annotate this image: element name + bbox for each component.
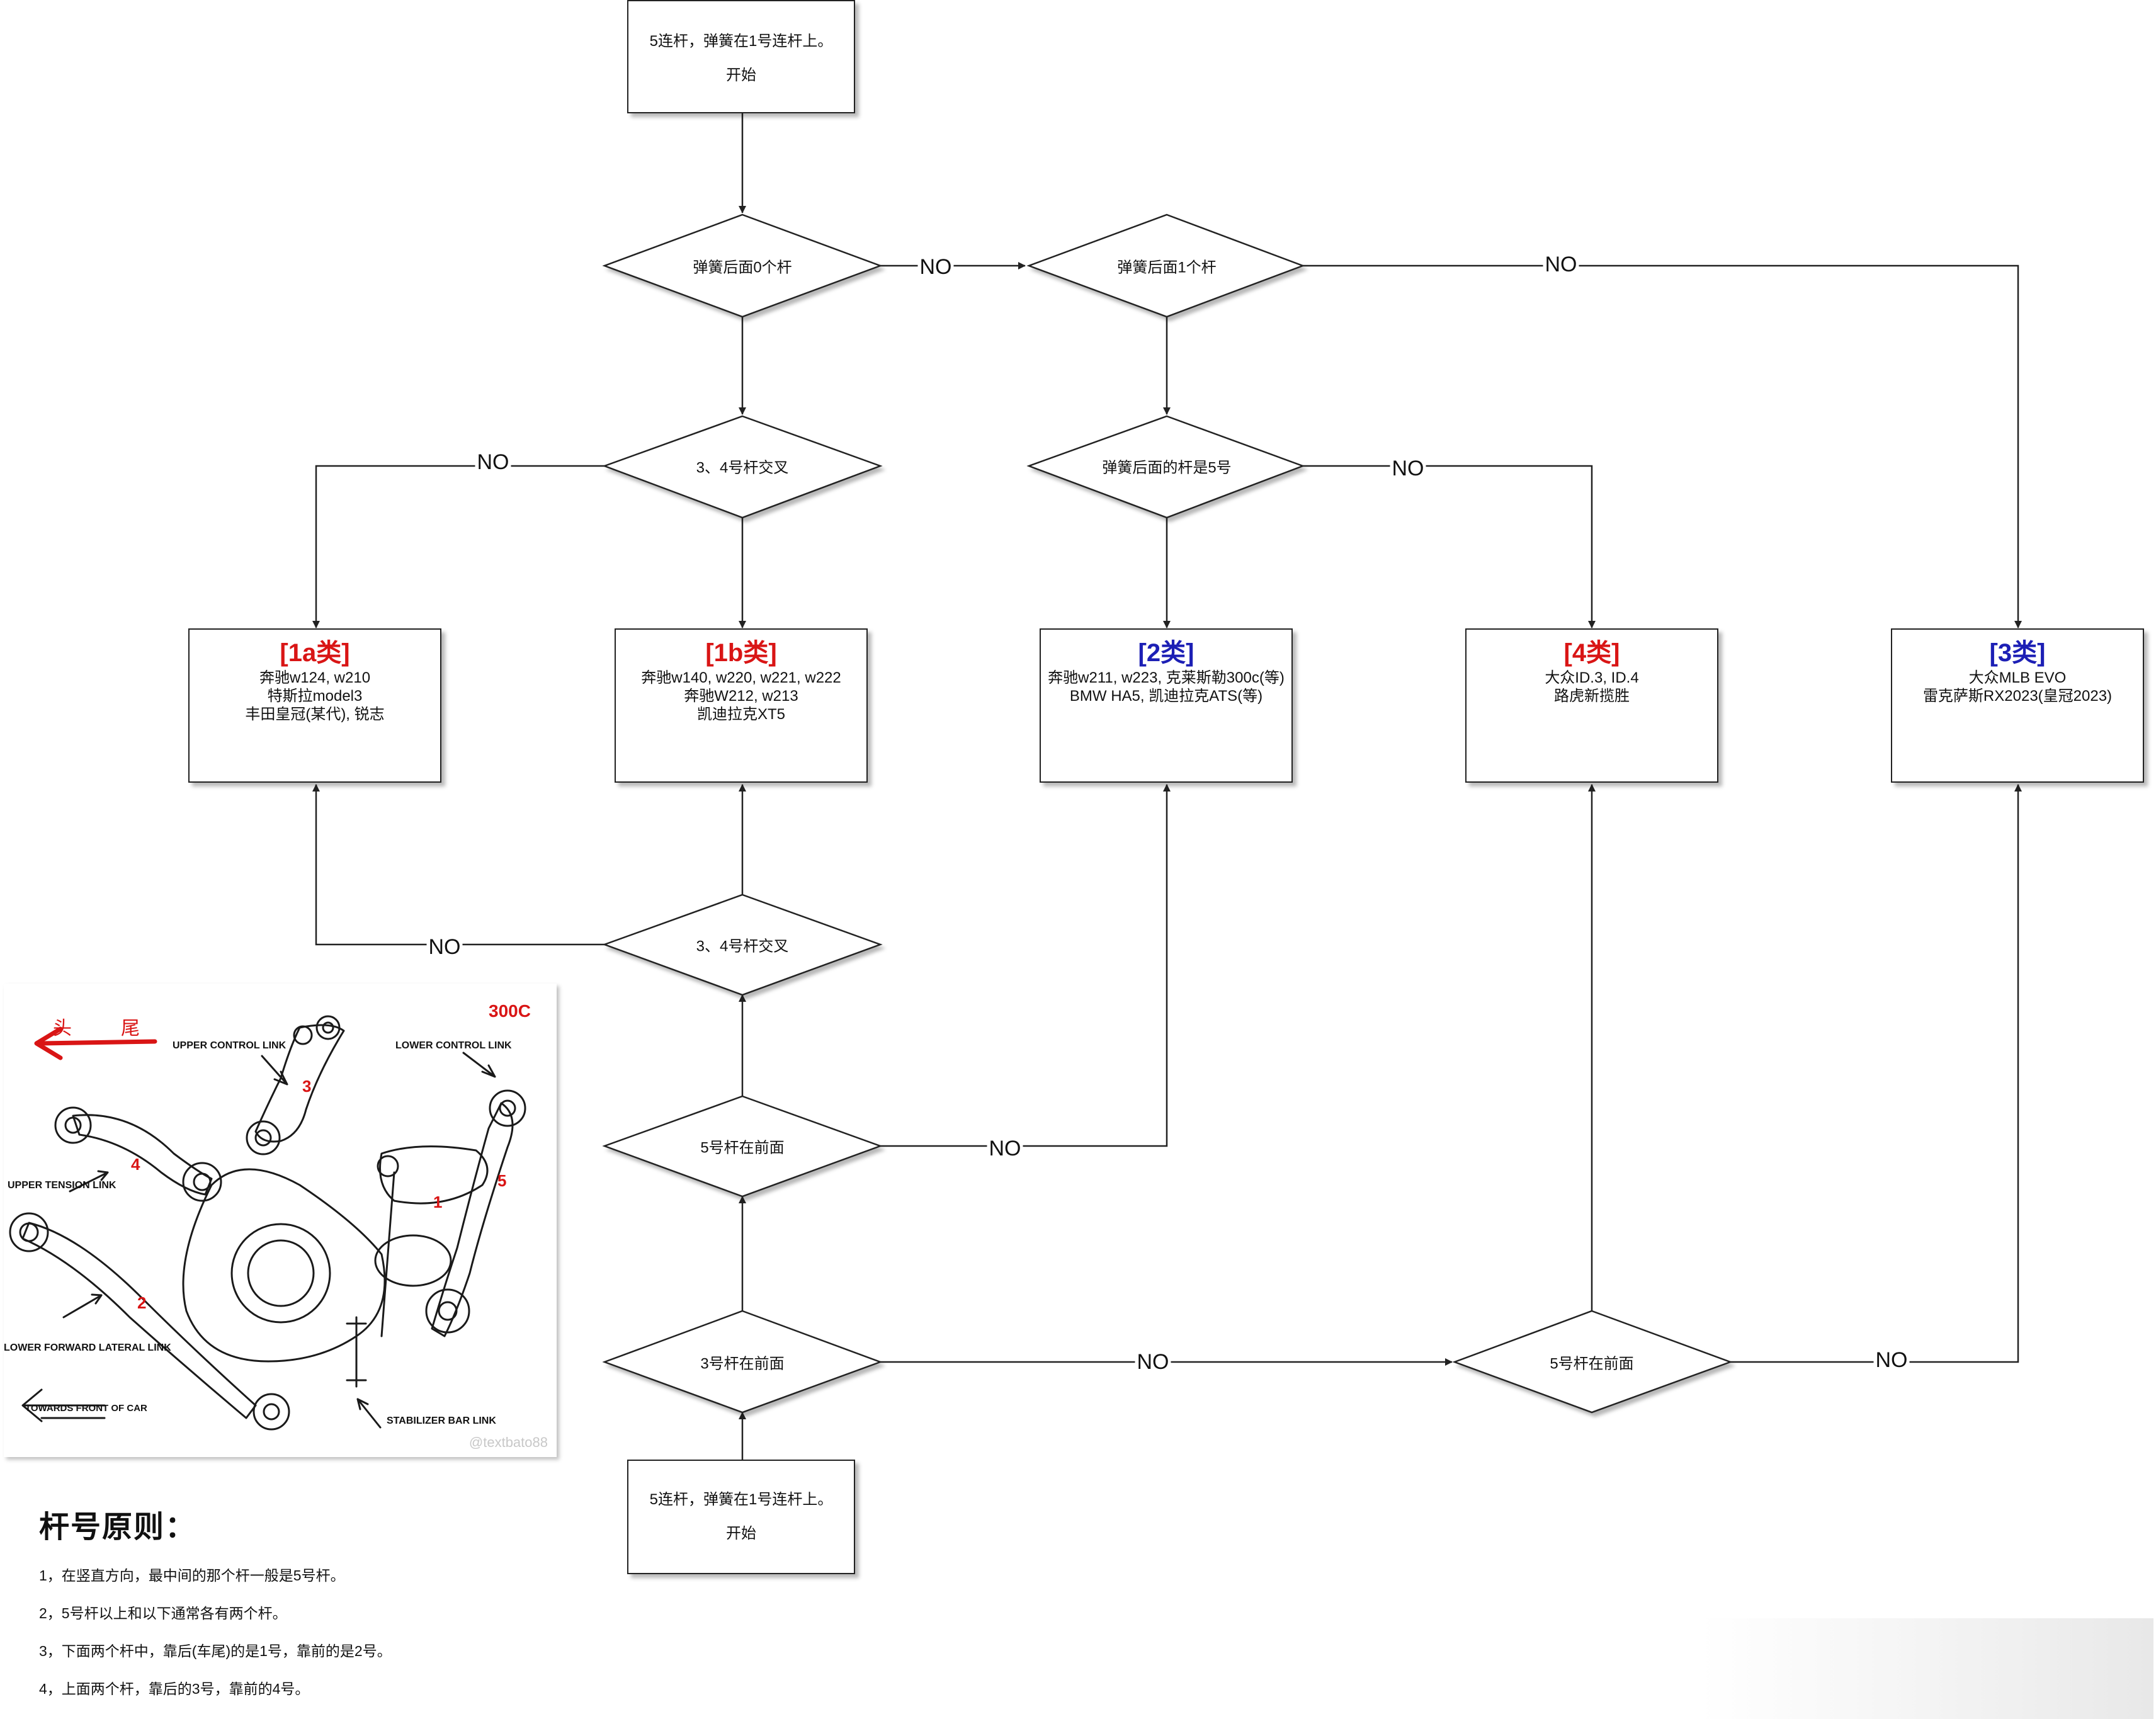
class-item: 奔驰w124, w210 — [259, 669, 371, 686]
class-item: 路虎新揽胜 — [1554, 688, 1630, 705]
no-label-d3: NO — [475, 451, 511, 474]
suspension-drawing — [9, 1015, 526, 1431]
class-title: [3类] — [1989, 639, 2046, 667]
link-number-5: 5 — [497, 1171, 507, 1190]
no-label-d7: NO — [1135, 1351, 1171, 1373]
corner-fade — [1700, 1618, 2153, 1719]
decision-cross-34-bottom: 3、4号杆交叉 — [696, 938, 789, 955]
suspension-illustration: 头 尾 300C UPPER CONTROL LINK LOWER CONTRO… — [4, 984, 557, 1457]
class-title: [1a类] — [280, 639, 350, 667]
no-label-d1: NO — [917, 256, 954, 278]
class-item: 奔驰w211, w223, 克莱斯勒300c(等) — [1048, 669, 1285, 686]
tail-label: 尾 — [121, 1018, 140, 1039]
class-item: 大众MLB EVO — [1968, 669, 2067, 686]
watermark: @textbato88 — [468, 1434, 548, 1450]
decision-shape-d1 — [602, 213, 883, 318]
no-label-d4: NO — [1390, 457, 1426, 480]
no-label-d6: NO — [987, 1137, 1023, 1160]
decision-shape-d5 — [602, 894, 883, 996]
label-lower-forward-lateral-link: LOWER FORWARD LATERAL LINK — [4, 1342, 171, 1353]
decision-behind-is-5: 弹簧后面的杆是5号 — [1102, 459, 1232, 477]
start-box-top: 5连杆，弹簧在1号连杆上。 开始 — [627, 0, 855, 113]
class-item: 奔驰W212, w213 — [684, 688, 798, 705]
class-title: [4类] — [1563, 639, 1620, 667]
class-item: 凯迪拉克XT5 — [696, 706, 785, 723]
no-label-d8: NO — [1873, 1349, 1910, 1371]
link-number-1: 1 — [433, 1193, 443, 1211]
decision-shape-d6 — [602, 1095, 883, 1198]
label-upper-control-link: UPPER CONTROL LINK — [173, 1040, 287, 1051]
start-text: 5连杆，弹簧在1号连杆上。 — [649, 33, 833, 50]
class-item: 雷克萨斯RX2023(皇冠2023) — [1922, 688, 2113, 705]
start-label: 开始 — [726, 67, 756, 84]
class-item: 奔驰w140, w220, w221, w222 — [641, 669, 841, 686]
class-item: 特斯拉model3 — [267, 688, 363, 705]
link-number-3: 3 — [302, 1077, 312, 1096]
class-title: [2类] — [1138, 639, 1194, 667]
decision-rod5-front-right: 5号杆在前面 — [1550, 1355, 1634, 1373]
label-lower-control-link: LOWER CONTROL LINK — [395, 1040, 512, 1051]
rules-title: 杆号原则： — [39, 1509, 197, 1545]
head-label: 头 — [53, 1018, 72, 1039]
decision-spring-behind-0: 弹簧后面0个杆 — [693, 259, 792, 276]
label-towards-front: TOWARDS FRONT OF CAR — [25, 1403, 147, 1414]
connector-d4-to-c4 — [1303, 465, 1596, 628]
link-number-4: 4 — [131, 1155, 140, 1174]
rule-item: 2，5号杆以上和以下通常各有两个杆。 — [39, 1605, 287, 1621]
rule-item: 1，在竖直方向，最中间的那个杆一般是5号杆。 — [39, 1567, 345, 1584]
class-item: 大众ID.3, ID.4 — [1545, 669, 1639, 686]
connector-d3-to-c1a — [312, 465, 604, 628]
start-label: 开始 — [726, 1525, 756, 1542]
result-class-1a: [1a类] 奔驰w124, w210 特斯拉model3 丰田皇冠(某代), 锐… — [188, 628, 441, 783]
decision-shape-d7 — [602, 1310, 883, 1414]
illustration-title: 300C — [489, 1001, 531, 1021]
connector-d5-to-c1a — [312, 784, 604, 946]
result-class-4: [4类] 大众ID.3, ID.4 路虎新揽胜 — [1465, 628, 1718, 783]
numbering-rules: 杆号原则： 1，在竖直方向，最中间的那个杆一般是5号杆。 2，5号杆以上和以下通… — [39, 1502, 606, 1715]
decision-spring-behind-1: 弹簧后面1个杆 — [1117, 259, 1217, 276]
label-upper-tension-link: UPPER TENSION LINK — [8, 1180, 116, 1191]
connector-d2-to-c3 — [1303, 264, 2022, 628]
start-text: 5连杆，弹簧在1号连杆上。 — [649, 1491, 833, 1508]
link-number-2: 2 — [137, 1293, 147, 1312]
start-box-bottom: 5连杆，弹簧在1号连杆上。 开始 — [627, 1460, 855, 1574]
result-class-3: [3类] 大众MLB EVO 雷克萨斯RX2023(皇冠2023) — [1891, 628, 2144, 783]
class-item: 丰田皇冠(某代), 锐志 — [245, 706, 385, 723]
decision-rod5-front: 5号杆在前面 — [700, 1139, 785, 1157]
result-class-1b: [1b类] 奔驰w140, w220, w221, w222 奔驰W212, w… — [615, 628, 868, 783]
decision-shape-d3 — [602, 415, 883, 519]
decision-shape-d2 — [1026, 213, 1305, 318]
connector-d8-to-c3 — [1730, 784, 2022, 1363]
label-stabilizer-bar-link: STABILIZER BAR LINK — [387, 1415, 496, 1426]
connector-d6-to-c2 — [880, 784, 1171, 1147]
decision-rod3-front: 3号杆在前面 — [700, 1355, 785, 1373]
class-item: BMW HA5, 凯迪拉克ATS(等) — [1069, 688, 1263, 705]
no-label-d2: NO — [1543, 253, 1579, 276]
decision-shape-d8 — [1452, 1310, 1733, 1414]
result-class-2: [2类] 奔驰w211, w223, 克莱斯勒300c(等) BMW HA5, … — [1040, 628, 1293, 783]
class-title: [1b类] — [705, 639, 777, 667]
rule-item: 3，下面两个杆中，靠后(车尾)的是1号，靠前的是2号。 — [39, 1643, 392, 1659]
rule-item: 4，上面两个杆，靠后的3号，靠前的4号。 — [39, 1681, 310, 1697]
decision-cross-34-top: 3、4号杆交叉 — [696, 459, 789, 477]
no-label-d5: NO — [426, 936, 463, 958]
decision-shape-d4 — [1026, 415, 1305, 519]
